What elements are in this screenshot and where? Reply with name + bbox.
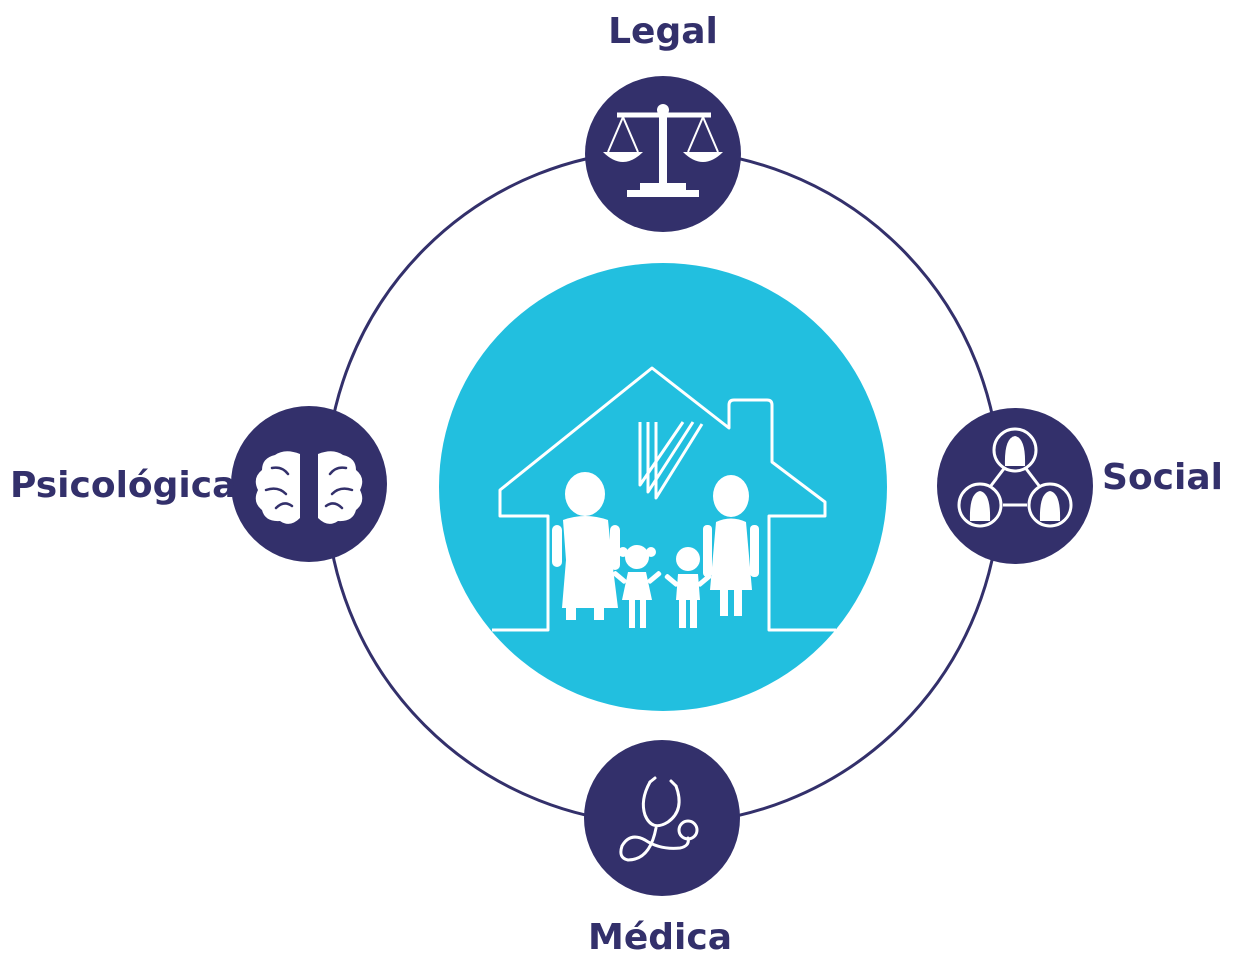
node-social: [937, 408, 1093, 564]
brain-icon: [255, 451, 363, 524]
label-social: Social: [1102, 457, 1223, 498]
stethoscope-icon: [619, 776, 699, 862]
node-medica: [584, 740, 740, 896]
node-legal: [585, 76, 741, 232]
psico-circle: [231, 406, 387, 562]
family-house-icon: [492, 366, 836, 632]
scales-of-justice-icon: [603, 104, 723, 197]
label-legal: Legal: [608, 11, 718, 52]
label-medica: Médica: [588, 917, 732, 958]
social-network-people-icon: [957, 427, 1073, 528]
label-psicologica: Psicológica: [10, 465, 237, 506]
medica-circle: [584, 740, 740, 896]
node-psico: [231, 406, 387, 562]
